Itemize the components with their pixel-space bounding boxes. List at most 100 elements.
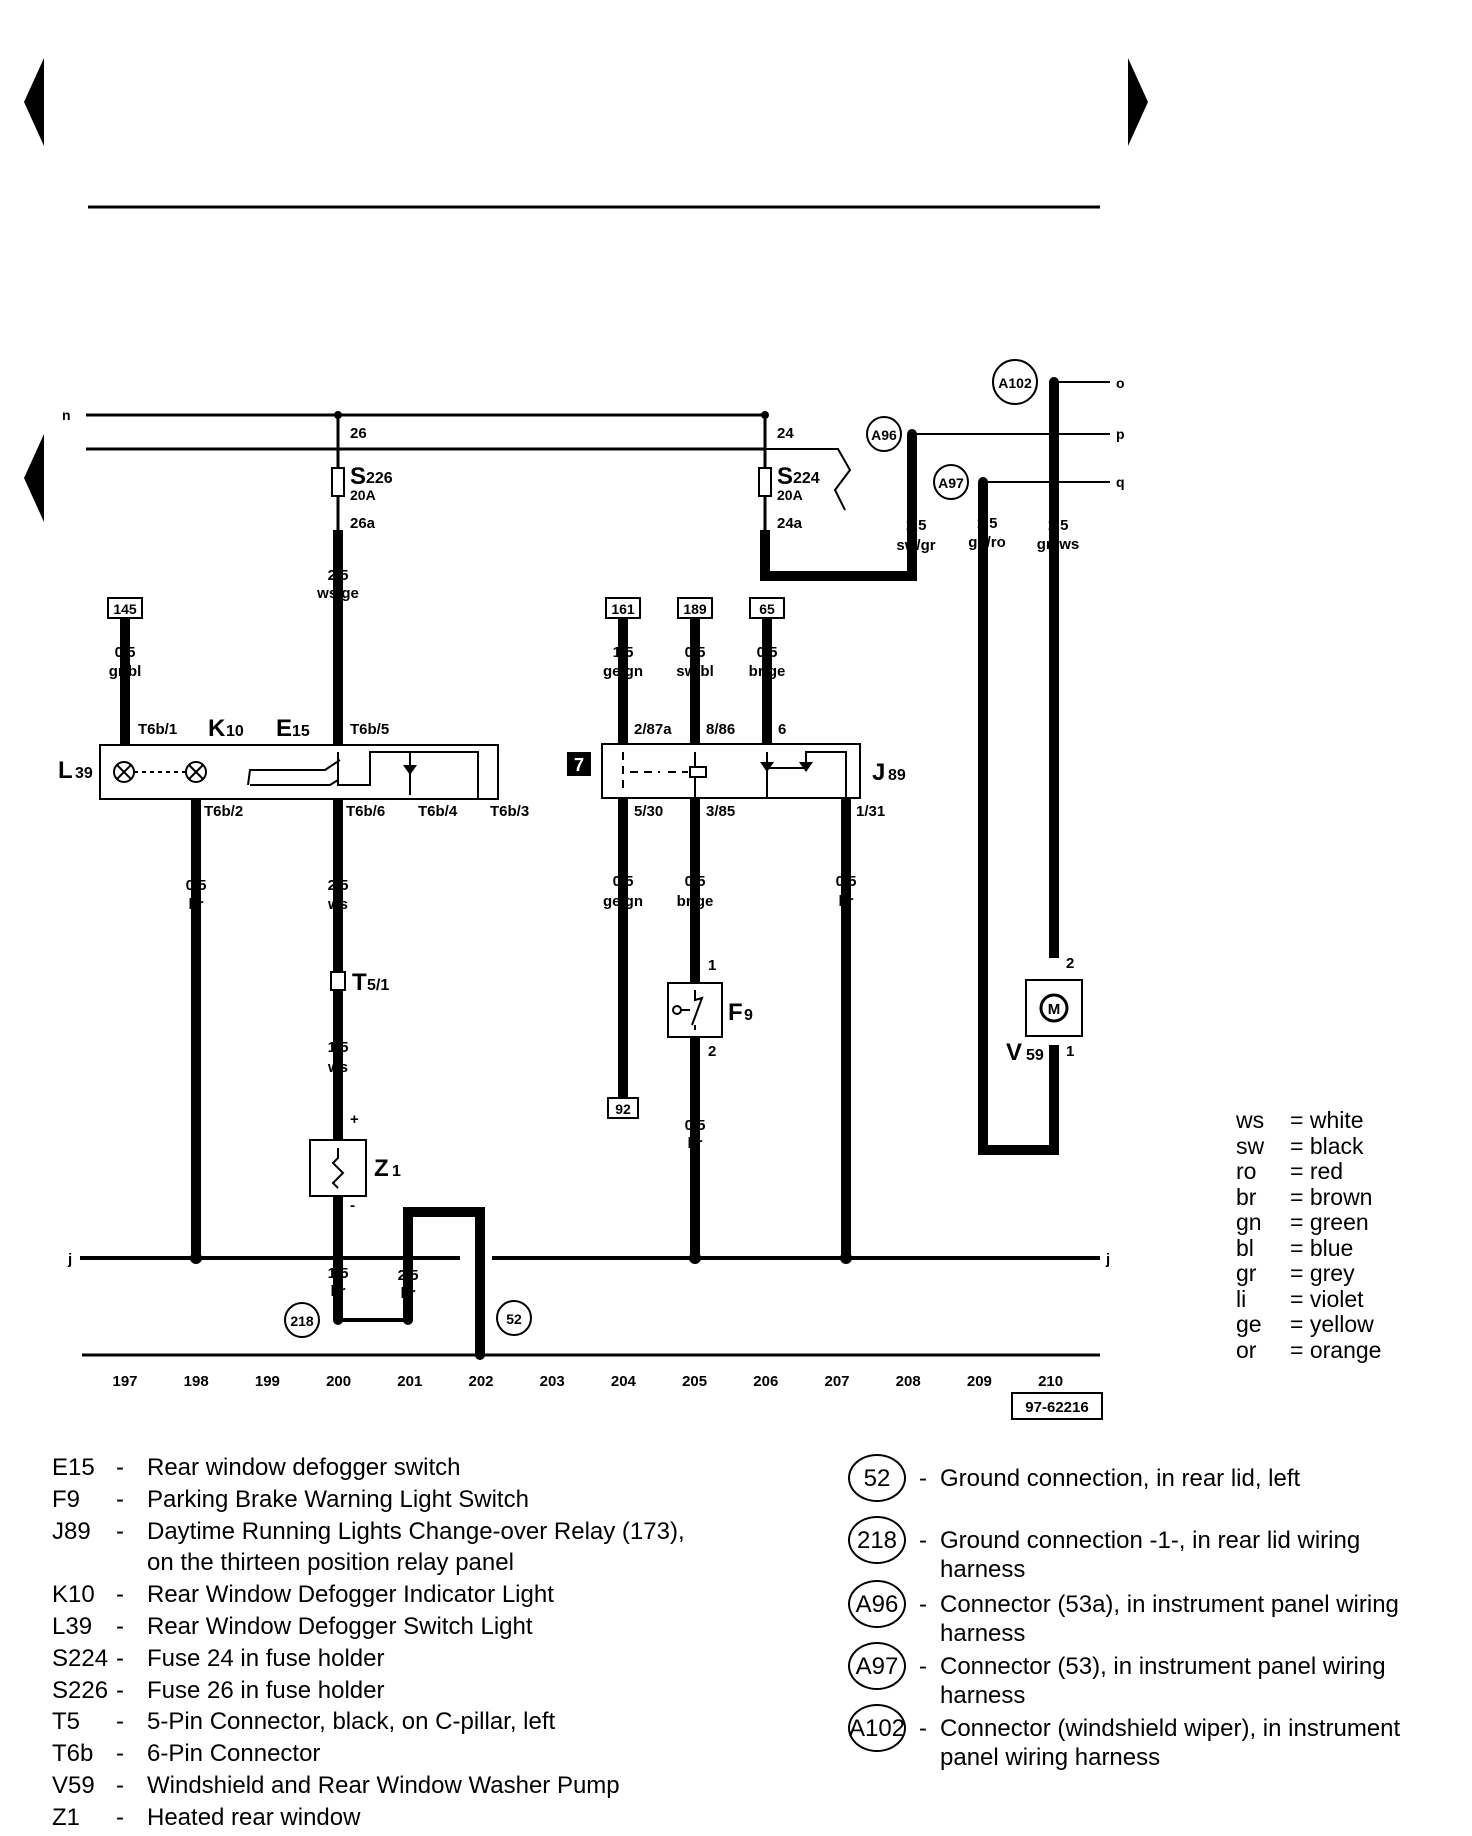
- legend-abbr: or: [1236, 1336, 1257, 1363]
- t5-code: T: [352, 969, 367, 996]
- ground-desc: Connector (53a), in instrument panel wir…: [940, 1591, 1399, 1647]
- ground-dash: -: [919, 1527, 927, 1554]
- t6b4-pin: T6b/4: [418, 803, 458, 820]
- rail-2-end-hook: [765, 448, 852, 511]
- component-row: S224-Fuse 24 in fuse holder: [52, 1643, 707, 1675]
- component-code: K10: [52, 1581, 95, 1609]
- rail-o-label: o: [1116, 375, 1125, 391]
- w-z1-color: br: [331, 1283, 346, 1300]
- legend-name: white: [1309, 1107, 1364, 1133]
- component-code: Z1: [52, 1803, 81, 1831]
- ground-dash: -: [919, 1715, 927, 1742]
- track-number: 209: [967, 1373, 992, 1390]
- ref-145: 145: [113, 601, 137, 617]
- j89-diode-1-icon: [760, 762, 774, 772]
- legend-name: black: [1309, 1132, 1364, 1159]
- w-l39-color: br: [189, 896, 204, 913]
- legend-abbr: br: [1236, 1183, 1257, 1210]
- a96-connector: [866, 416, 902, 452]
- component-row: T6b-6-Pin Connector: [52, 1738, 707, 1770]
- w145-color: gr/bl: [109, 663, 142, 680]
- legend-abbr: bl: [1236, 1234, 1254, 1261]
- track-number: 210: [1038, 1373, 1063, 1390]
- next-page-arrow[interactable]: [1128, 58, 1148, 146]
- s226-in-label: 26: [350, 425, 367, 442]
- z1-plus: +: [350, 1111, 359, 1128]
- w-a102-color: gn/ws: [1037, 536, 1080, 553]
- track-number: 208: [896, 1373, 921, 1390]
- legend-abbr: ws: [1236, 1107, 1265, 1133]
- legend-abbr: gr: [1236, 1260, 1257, 1286]
- legend-equals: =: [1290, 1311, 1310, 1337]
- component-desc: 5-Pin Connector, black, on C-pillar, lef…: [147, 1708, 556, 1736]
- w-201-wire: [403, 1207, 485, 1355]
- k10-lamp-icon: [185, 761, 207, 783]
- component-dash: -: [116, 1517, 124, 1545]
- rail-j-left-label: j: [67, 1251, 72, 1268]
- f9-code: F: [728, 999, 743, 1026]
- t5-sub: 5/1: [367, 977, 389, 994]
- legend-equals: =: [1290, 1107, 1310, 1133]
- legend-row: li= violet: [1236, 1286, 1381, 1313]
- track-number: 203: [540, 1373, 565, 1390]
- component-desc: Fuse 24 in fuse holder: [147, 1644, 385, 1672]
- legend-equals: =: [1290, 1209, 1310, 1235]
- w-201-size: 2,5: [398, 1267, 419, 1284]
- w65-color: br/ge: [749, 663, 786, 680]
- track-number: 205: [682, 1373, 707, 1390]
- track-number: 206: [753, 1373, 778, 1390]
- component-desc: Windshield and Rear Window Washer Pump: [147, 1771, 620, 1799]
- w-e15-size: 2,5: [328, 877, 349, 894]
- component-row: L39-Rear Window Defogger Switch Light: [52, 1611, 707, 1643]
- ref-65: 65: [759, 601, 775, 617]
- a96-node: [907, 429, 917, 439]
- legend-abbr: ro: [1236, 1158, 1257, 1184]
- s226-out-label: 26a: [350, 515, 376, 532]
- prev-page-arrow[interactable]: [24, 58, 44, 146]
- p886-pin: 8/86: [706, 721, 735, 738]
- ground-row: 218-Ground connection -1-, in rear lid w…: [848, 1516, 1450, 1584]
- j89-sub: 89: [888, 767, 906, 784]
- j89-relay-contact: [622, 752, 688, 790]
- component-desc: Fuse 26 in fuse holder: [147, 1676, 385, 1704]
- component-code: S224: [52, 1644, 109, 1672]
- s224-fuse-body: [758, 467, 772, 497]
- track-number: 201: [397, 1373, 422, 1390]
- w65-size: 0,5: [757, 644, 778, 661]
- component-dash: -: [116, 1740, 124, 1768]
- component-dash: -: [116, 1454, 124, 1481]
- s224-amp: 20A: [777, 487, 803, 503]
- motor-symbol: [1039, 993, 1069, 1023]
- legend-row: gn= green: [1236, 1209, 1381, 1236]
- track-number: 199: [255, 1373, 280, 1390]
- track-number: 207: [824, 1373, 849, 1390]
- ground-desc: Connector (windshield wiper), in instrum…: [940, 1715, 1401, 1771]
- legend-name: red: [1309, 1158, 1344, 1184]
- legend-name: grey: [1309, 1260, 1355, 1286]
- w-131-color: br: [839, 893, 854, 910]
- continue-left-arrow[interactable]: [24, 434, 44, 522]
- legend-name: green: [1309, 1209, 1369, 1235]
- a102-connector: [992, 359, 1038, 405]
- component-code: F9: [52, 1485, 81, 1513]
- e15-code: E: [276, 715, 292, 742]
- component-row: E15-Rear window defogger switch: [52, 1452, 707, 1484]
- s224-out-label: 24a: [777, 515, 803, 532]
- component-code: J89: [52, 1517, 91, 1545]
- legend-equals: =: [1290, 1158, 1310, 1184]
- legend-row: ge= yellow: [1236, 1311, 1381, 1338]
- f9-sub: 9: [744, 1007, 753, 1024]
- p6-pin: 6: [778, 721, 786, 738]
- ground-row: A102-Connector (windshield wiper), in in…: [848, 1704, 1450, 1772]
- w-530-size: 0,5: [613, 873, 634, 890]
- ground-dash: -: [919, 1465, 927, 1492]
- l39-code: L: [58, 757, 73, 784]
- ref-92: 92: [615, 1101, 631, 1117]
- s226-code: S: [350, 463, 366, 490]
- e15-switch-contact: [247, 759, 341, 786]
- k10-code: K: [208, 715, 226, 742]
- ground-desc: Ground connection -1-, in rear lid wirin…: [940, 1527, 1361, 1583]
- ground-row: A97-Connector (53), in instrument panel …: [848, 1642, 1450, 1710]
